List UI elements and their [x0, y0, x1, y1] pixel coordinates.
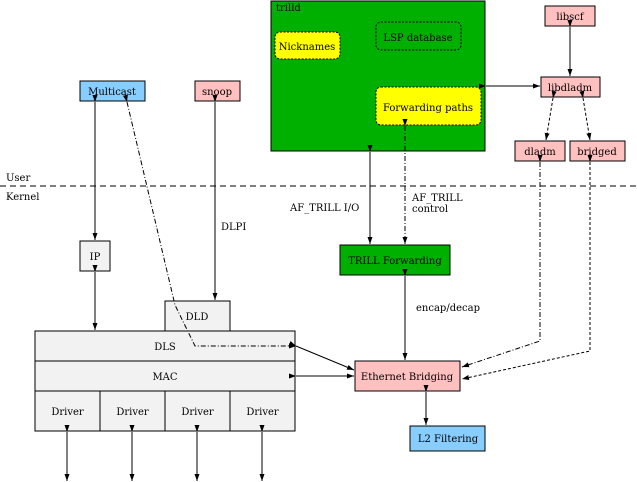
trilld-title: trilld [276, 3, 301, 14]
driver-label: Driver [181, 407, 214, 418]
l2-filtering-rect [409, 425, 486, 452]
libdladm-label: libdladm [548, 83, 593, 94]
edge-dladm-bridging [461, 155, 543, 368]
dls-label: DLS [154, 342, 176, 353]
forwarding-paths-label: Forwarding paths [383, 103, 473, 114]
af-trill-control-label-2: control [412, 204, 448, 215]
edge-dls-bridging [288, 341, 355, 371]
bridged-label: bridged [577, 147, 617, 158]
driver-rect [99, 390, 166, 432]
multicast-label: Multicast [88, 87, 136, 98]
nicknames-label: Nicknames [279, 42, 336, 53]
driver-rect [164, 390, 231, 432]
user-region-label: User [6, 173, 30, 184]
kernel-region-label: Kernel [6, 192, 39, 203]
driver-label: Driver [51, 407, 84, 418]
forwarding-paths-rect [375, 86, 482, 126]
lsp-database-label: LSP database [383, 33, 452, 44]
mac-rect [34, 360, 296, 392]
ip-label: IP [90, 252, 101, 263]
trilld-rect [270, 0, 486, 152]
driver-rect [229, 390, 296, 432]
trill-forwarding-rect [339, 244, 451, 276]
dlpi-label: DLPI [221, 222, 246, 233]
ethernet-bridging-label: Ethernet Bridging [361, 372, 454, 383]
libscf-label: libscf [556, 12, 585, 23]
dld-label: DLD [186, 312, 209, 323]
ethernet-bridging-rect [354, 360, 461, 392]
driver-label: Driver [116, 407, 149, 418]
encap-decap-label: encap/decap [416, 303, 480, 314]
trill-forwarding-label: TRILL Forwarding [348, 256, 442, 267]
trilld-box: trilld Nicknames LSP database Forwarding… [270, 0, 486, 152]
edge-libdladm-dladm [544, 90, 557, 141]
edge-libdladm-bridged [579, 90, 592, 141]
af-trill-io-label: AF_TRILL I/O [289, 203, 359, 214]
mac-label: MAC [152, 372, 177, 383]
edge-multicast-dls [122, 94, 296, 349]
snoop-label: snoop [202, 87, 232, 98]
nicknames-rect [274, 31, 341, 60]
drivers-row: Driver Driver Driver Driver [34, 390, 296, 432]
lsp-database-rect [375, 21, 462, 51]
af-trill-control-label-1: AF_TRILL [411, 193, 463, 204]
dladm-label: dladm [524, 147, 556, 158]
edges [92, 20, 593, 425]
l2-filtering-label: L2 Filtering [418, 434, 479, 445]
edge-bridged-bridging [461, 155, 593, 380]
driver-label: Driver [246, 407, 279, 418]
driver-edges [64, 425, 265, 481]
